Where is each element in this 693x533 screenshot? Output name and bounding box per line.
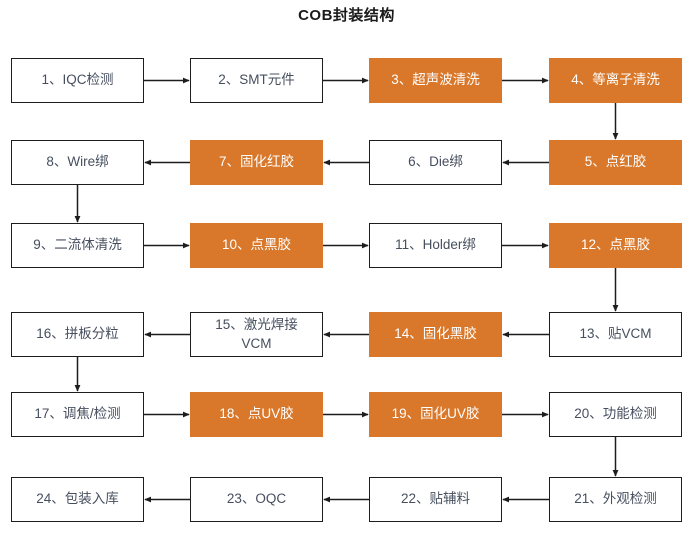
process-node-2[interactable]: 2、SMT元件 bbox=[190, 58, 323, 103]
process-node-22[interactable]: 22、贴辅料 bbox=[369, 477, 502, 522]
process-node-4[interactable]: 4、等离子清洗 bbox=[549, 58, 682, 103]
process-node-16[interactable]: 16、拼板分粒 bbox=[11, 312, 144, 357]
page-title: COB封装结构 bbox=[298, 7, 395, 24]
process-node-18[interactable]: 18、点UV胶 bbox=[190, 392, 323, 437]
process-node-1[interactable]: 1、IQC检测 bbox=[11, 58, 144, 103]
process-node-17[interactable]: 17、调焦/检测 bbox=[11, 392, 144, 437]
edge-group bbox=[74, 77, 619, 503]
process-node-7[interactable]: 7、固化红胶 bbox=[190, 140, 323, 185]
process-node-5[interactable]: 5、点红胶 bbox=[549, 140, 682, 185]
process-node-15[interactable]: 15、激光焊接 VCM bbox=[190, 312, 323, 357]
process-node-10[interactable]: 10、点黑胶 bbox=[190, 223, 323, 268]
process-node-21[interactable]: 21、外观检测 bbox=[549, 477, 682, 522]
process-node-3[interactable]: 3、超声波清洗 bbox=[369, 58, 502, 103]
process-node-12[interactable]: 12、点黑胶 bbox=[549, 223, 682, 268]
process-node-14[interactable]: 14、固化黑胶 bbox=[369, 312, 502, 357]
process-node-13[interactable]: 13、贴VCM bbox=[549, 312, 682, 357]
process-node-24[interactable]: 24、包装入库 bbox=[11, 477, 144, 522]
process-node-20[interactable]: 20、功能检测 bbox=[549, 392, 682, 437]
process-node-23[interactable]: 23、OQC bbox=[190, 477, 323, 522]
process-node-19[interactable]: 19、固化UV胶 bbox=[369, 392, 502, 437]
process-node-8[interactable]: 8、Wire绑 bbox=[11, 140, 144, 185]
process-node-9[interactable]: 9、二流体清洗 bbox=[11, 223, 144, 268]
process-node-6[interactable]: 6、Die绑 bbox=[369, 140, 502, 185]
process-node-11[interactable]: 11、Holder绑 bbox=[369, 223, 502, 268]
